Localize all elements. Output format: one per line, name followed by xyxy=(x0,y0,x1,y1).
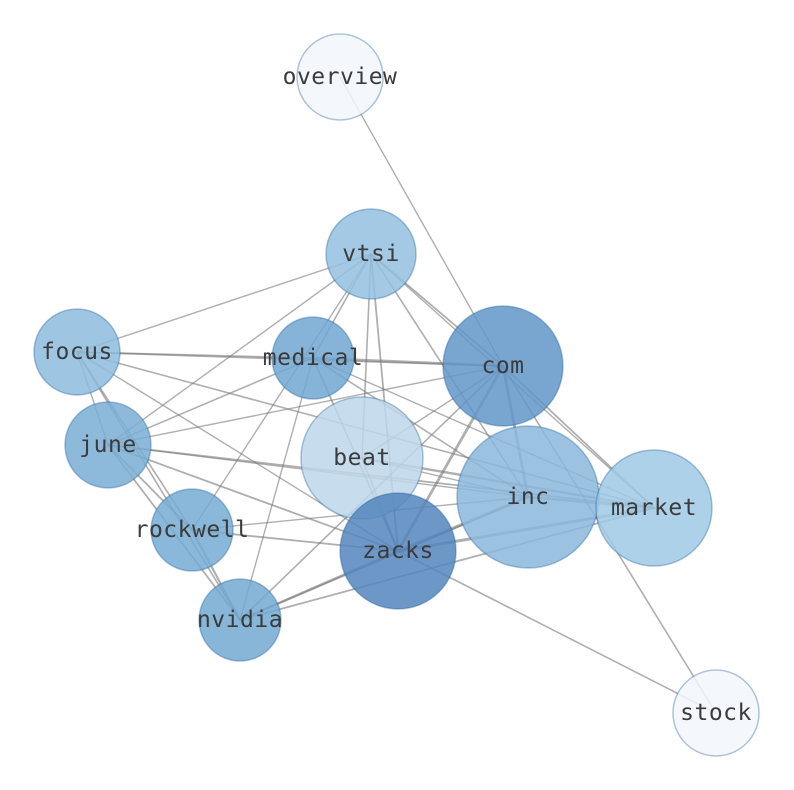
node-market[interactable] xyxy=(595,449,713,567)
node-focus[interactable] xyxy=(33,308,121,396)
node-nvidia[interactable] xyxy=(198,578,282,662)
edge-vtsi-rockwell xyxy=(191,253,372,531)
node-overview[interactable] xyxy=(296,33,384,121)
node-vtsi[interactable] xyxy=(325,208,417,300)
edge-zacks-stock xyxy=(397,550,717,714)
node-june[interactable] xyxy=(64,401,152,489)
edge-june-com xyxy=(107,365,504,446)
node-zacks[interactable] xyxy=(339,492,457,610)
node-medical[interactable] xyxy=(271,316,355,400)
edge-medical-nvidia xyxy=(239,357,314,621)
edge-vtsi-june xyxy=(107,253,372,446)
edge-focus-zacks xyxy=(76,351,399,552)
node-rockwell[interactable] xyxy=(150,488,234,572)
node-inc[interactable] xyxy=(456,425,600,569)
node-com[interactable] xyxy=(442,305,564,427)
node-stock[interactable] xyxy=(672,669,760,757)
nodes-layer xyxy=(33,33,760,757)
edge-focus-nvidia xyxy=(76,351,241,621)
edge-vtsi-focus xyxy=(76,253,372,353)
edges-layer xyxy=(76,76,717,714)
